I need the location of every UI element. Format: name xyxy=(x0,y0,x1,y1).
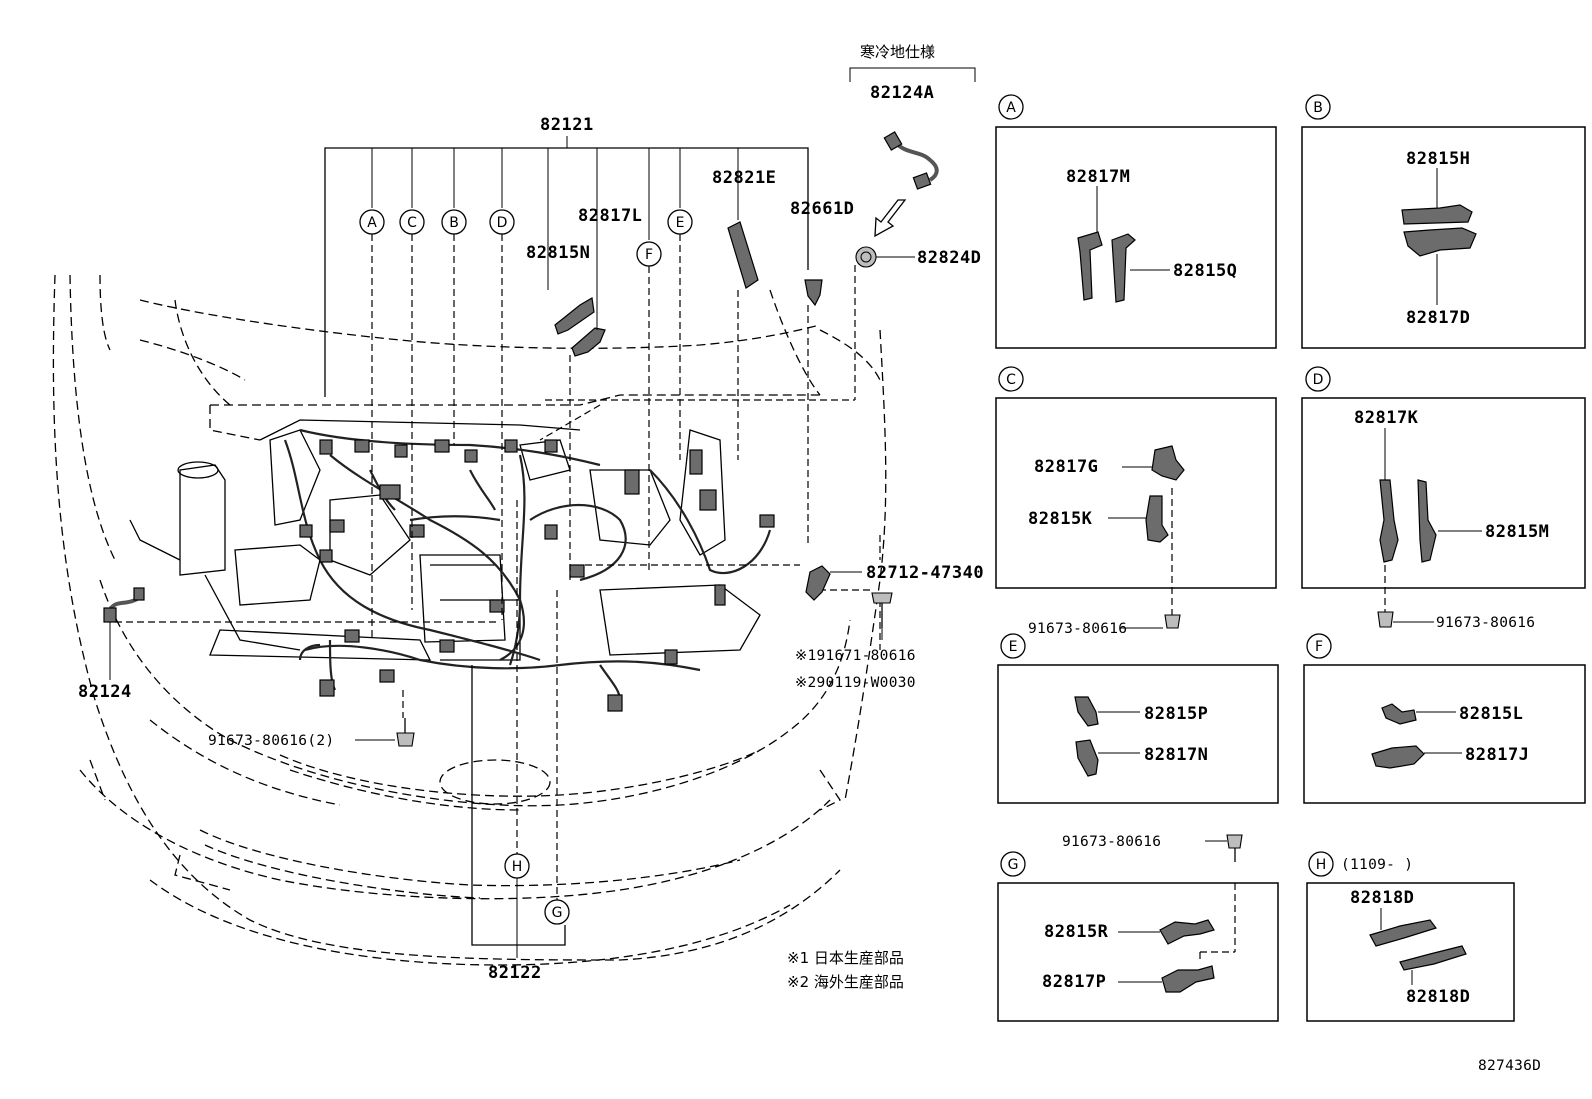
label-82817L: 82817L xyxy=(578,206,642,226)
detail-panel-c: C 82817G 82815K 91673-80616 xyxy=(995,366,1277,637)
circle-d: D xyxy=(497,215,508,231)
part-82124: 82124 xyxy=(78,587,145,702)
circle-b: B xyxy=(449,215,459,231)
circle-c: C xyxy=(407,215,417,231)
detail-a-part2: 82815Q xyxy=(1173,261,1237,281)
part-82821E: 82821E xyxy=(712,168,776,289)
label-82712: 82712-47340 xyxy=(866,563,984,583)
label-82124A: 82124A xyxy=(870,83,934,103)
detail-e-letter: E xyxy=(1009,639,1018,655)
detail-d-bolt: 91673-80616 xyxy=(1436,615,1535,631)
detail-e-part2: 82817N xyxy=(1144,745,1208,765)
label-82821E: 82821E xyxy=(712,168,776,188)
engine-bay xyxy=(129,419,775,712)
detail-g-part1: 82815R xyxy=(1044,922,1109,942)
circle-e: E xyxy=(676,215,685,231)
label-82122: 82122 xyxy=(488,963,542,983)
detail-d-letter: D xyxy=(1313,372,1324,388)
detail-c-letter: C xyxy=(1006,372,1016,388)
detail-h-letter: H xyxy=(1316,857,1327,873)
detail-c-part1: 82817G xyxy=(1034,457,1098,477)
detail-b-part2: 82817D xyxy=(1406,308,1470,328)
car-body-outline xyxy=(52,274,887,966)
label-82824D: 82824D xyxy=(917,248,981,268)
circle-h: H xyxy=(512,859,523,875)
detail-g-letter: G xyxy=(1008,857,1019,873)
label-82815N: 82815N xyxy=(526,243,590,263)
bracket-82122: 82122 xyxy=(471,665,566,983)
diagram-code: 827436D xyxy=(1478,1058,1541,1074)
detail-f-part2: 82817J xyxy=(1465,745,1529,765)
detail-f-letter: F xyxy=(1315,639,1323,655)
detail-h-part2: 82818D xyxy=(1406,987,1470,1007)
detail-panel-b: B 82815H 82817D xyxy=(1301,94,1586,349)
label-bolt-2: 91673-80616(2) xyxy=(208,733,334,749)
detail-panel-g: 91673-80616 G 82815R 82817P xyxy=(997,834,1279,1022)
part-82712: 82712-47340 ※191671-80616 ※290119-W0030 xyxy=(795,563,984,691)
circle-g: G xyxy=(552,905,563,921)
detail-h-part1: 82818D xyxy=(1350,888,1414,908)
note-1: ※1 日本生産部品 xyxy=(787,949,904,967)
detail-panel-h: H (1109- ) 82818D 82818D xyxy=(1306,851,1515,1022)
detail-c-part2: 82815K xyxy=(1028,509,1093,529)
cold-spec-group: 寒冷地仕様 82124A 82824D xyxy=(849,43,981,268)
detail-c-bolt: 91673-80616 xyxy=(1028,621,1127,637)
notes: ※1 日本生産部品 ※2 海外生産部品 xyxy=(787,949,904,991)
detail-g-part2: 82817P xyxy=(1042,972,1106,992)
part-82661D: 82661D xyxy=(790,199,854,307)
part-bolt-2: 91673-80616(2) xyxy=(208,718,415,749)
detail-d-part2: 82815M xyxy=(1485,522,1549,542)
detail-a-part1: 82817M xyxy=(1066,167,1130,187)
callout-circles-top: A C B D F E H G xyxy=(359,209,693,925)
part-82817L-82815N: 82817L 82815N xyxy=(526,205,642,357)
leader-lines xyxy=(115,234,881,900)
circle-a: A xyxy=(367,215,377,231)
detail-panel-e: E 82815P 82817N xyxy=(997,633,1279,804)
detail-g-bolt: 91673-80616 xyxy=(1062,834,1161,850)
detail-panel-d: D 82817K 82815M 91673-80616 xyxy=(1301,366,1586,631)
detail-e-part1: 82815P xyxy=(1144,704,1208,724)
detail-d-part1: 82817K xyxy=(1354,408,1419,428)
label-note2-part: ※290119-W0030 xyxy=(795,675,916,691)
bracket-82121: 82121 xyxy=(324,115,809,397)
cold-spec-label: 寒冷地仕様 xyxy=(860,43,935,61)
detail-h-date: (1109- ) xyxy=(1341,857,1413,873)
detail-f-part1: 82815L xyxy=(1459,704,1523,724)
label-82121: 82121 xyxy=(540,115,594,135)
detail-b-part1: 82815H xyxy=(1406,149,1470,169)
circle-f: F xyxy=(645,247,653,263)
note-2: ※2 海外生産部品 xyxy=(787,973,904,991)
detail-panel-a: A 82817M 82815Q xyxy=(995,94,1277,349)
label-82124: 82124 xyxy=(78,682,132,702)
label-note1-part: ※191671-80616 xyxy=(795,648,916,664)
label-82661D: 82661D xyxy=(790,199,854,219)
detail-b-letter: B xyxy=(1313,100,1323,116)
detail-a-letter: A xyxy=(1006,100,1016,116)
detail-panel-f: F 82815L 82817J xyxy=(1303,633,1586,804)
